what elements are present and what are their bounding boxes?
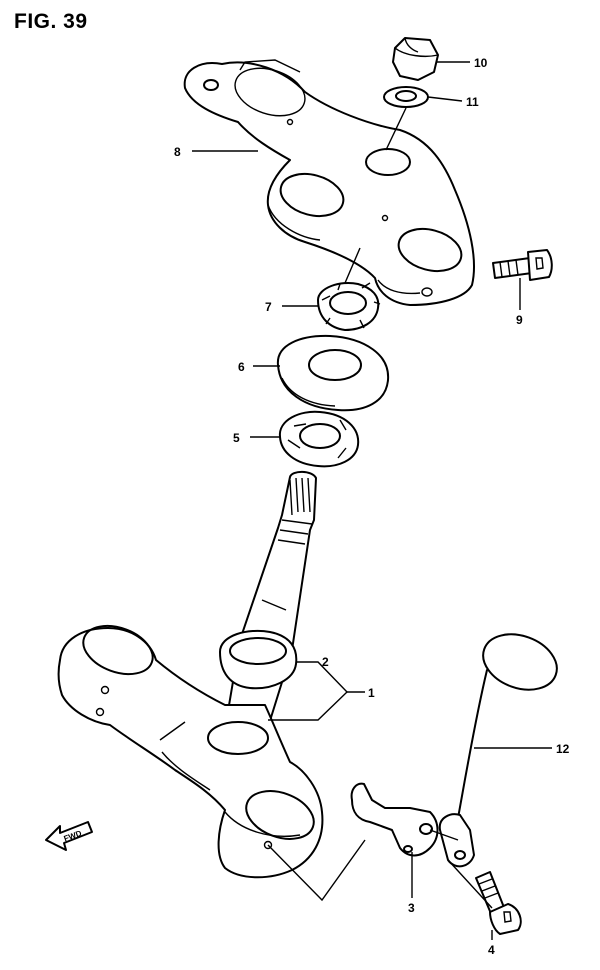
upper-bracket: [183, 59, 475, 306]
part-label-1: 1: [368, 686, 375, 700]
part-label-10: 10: [474, 56, 488, 70]
bearing: [278, 410, 360, 468]
part-label-8: 8: [174, 145, 181, 159]
part-label-2: 2: [322, 655, 329, 669]
cap-nut: [392, 37, 439, 81]
part-labels: 8 10 11 9 7 6 5 2 1 12 3 4: [174, 56, 570, 957]
steering-stem-shaft: [223, 470, 317, 741]
cable-clamp: [350, 782, 439, 857]
washer: [383, 86, 429, 108]
cable-guide: [438, 633, 558, 868]
bearing-cover: [276, 334, 390, 412]
pinch-bolt: [492, 249, 553, 281]
castle-nut: [317, 282, 381, 331]
part-label-11: 11: [466, 95, 479, 109]
part-label-3: 3: [408, 901, 415, 915]
part-label-6: 6: [238, 360, 245, 374]
part-label-12: 12: [556, 742, 570, 756]
part-label-5: 5: [233, 431, 240, 445]
part-label-4: 4: [488, 943, 495, 957]
leader-lines: [192, 61, 552, 940]
clamp-bolt: [475, 871, 522, 935]
forward-arrow-icon: FWD: [45, 821, 93, 851]
figure-title: FIG. 39: [14, 10, 88, 33]
part-label-9: 9: [516, 313, 523, 327]
lower-bracket: [57, 624, 324, 879]
assembly-lines: [267, 107, 493, 909]
part-label-7: 7: [265, 300, 272, 314]
lower-seal-ring: [219, 629, 298, 690]
